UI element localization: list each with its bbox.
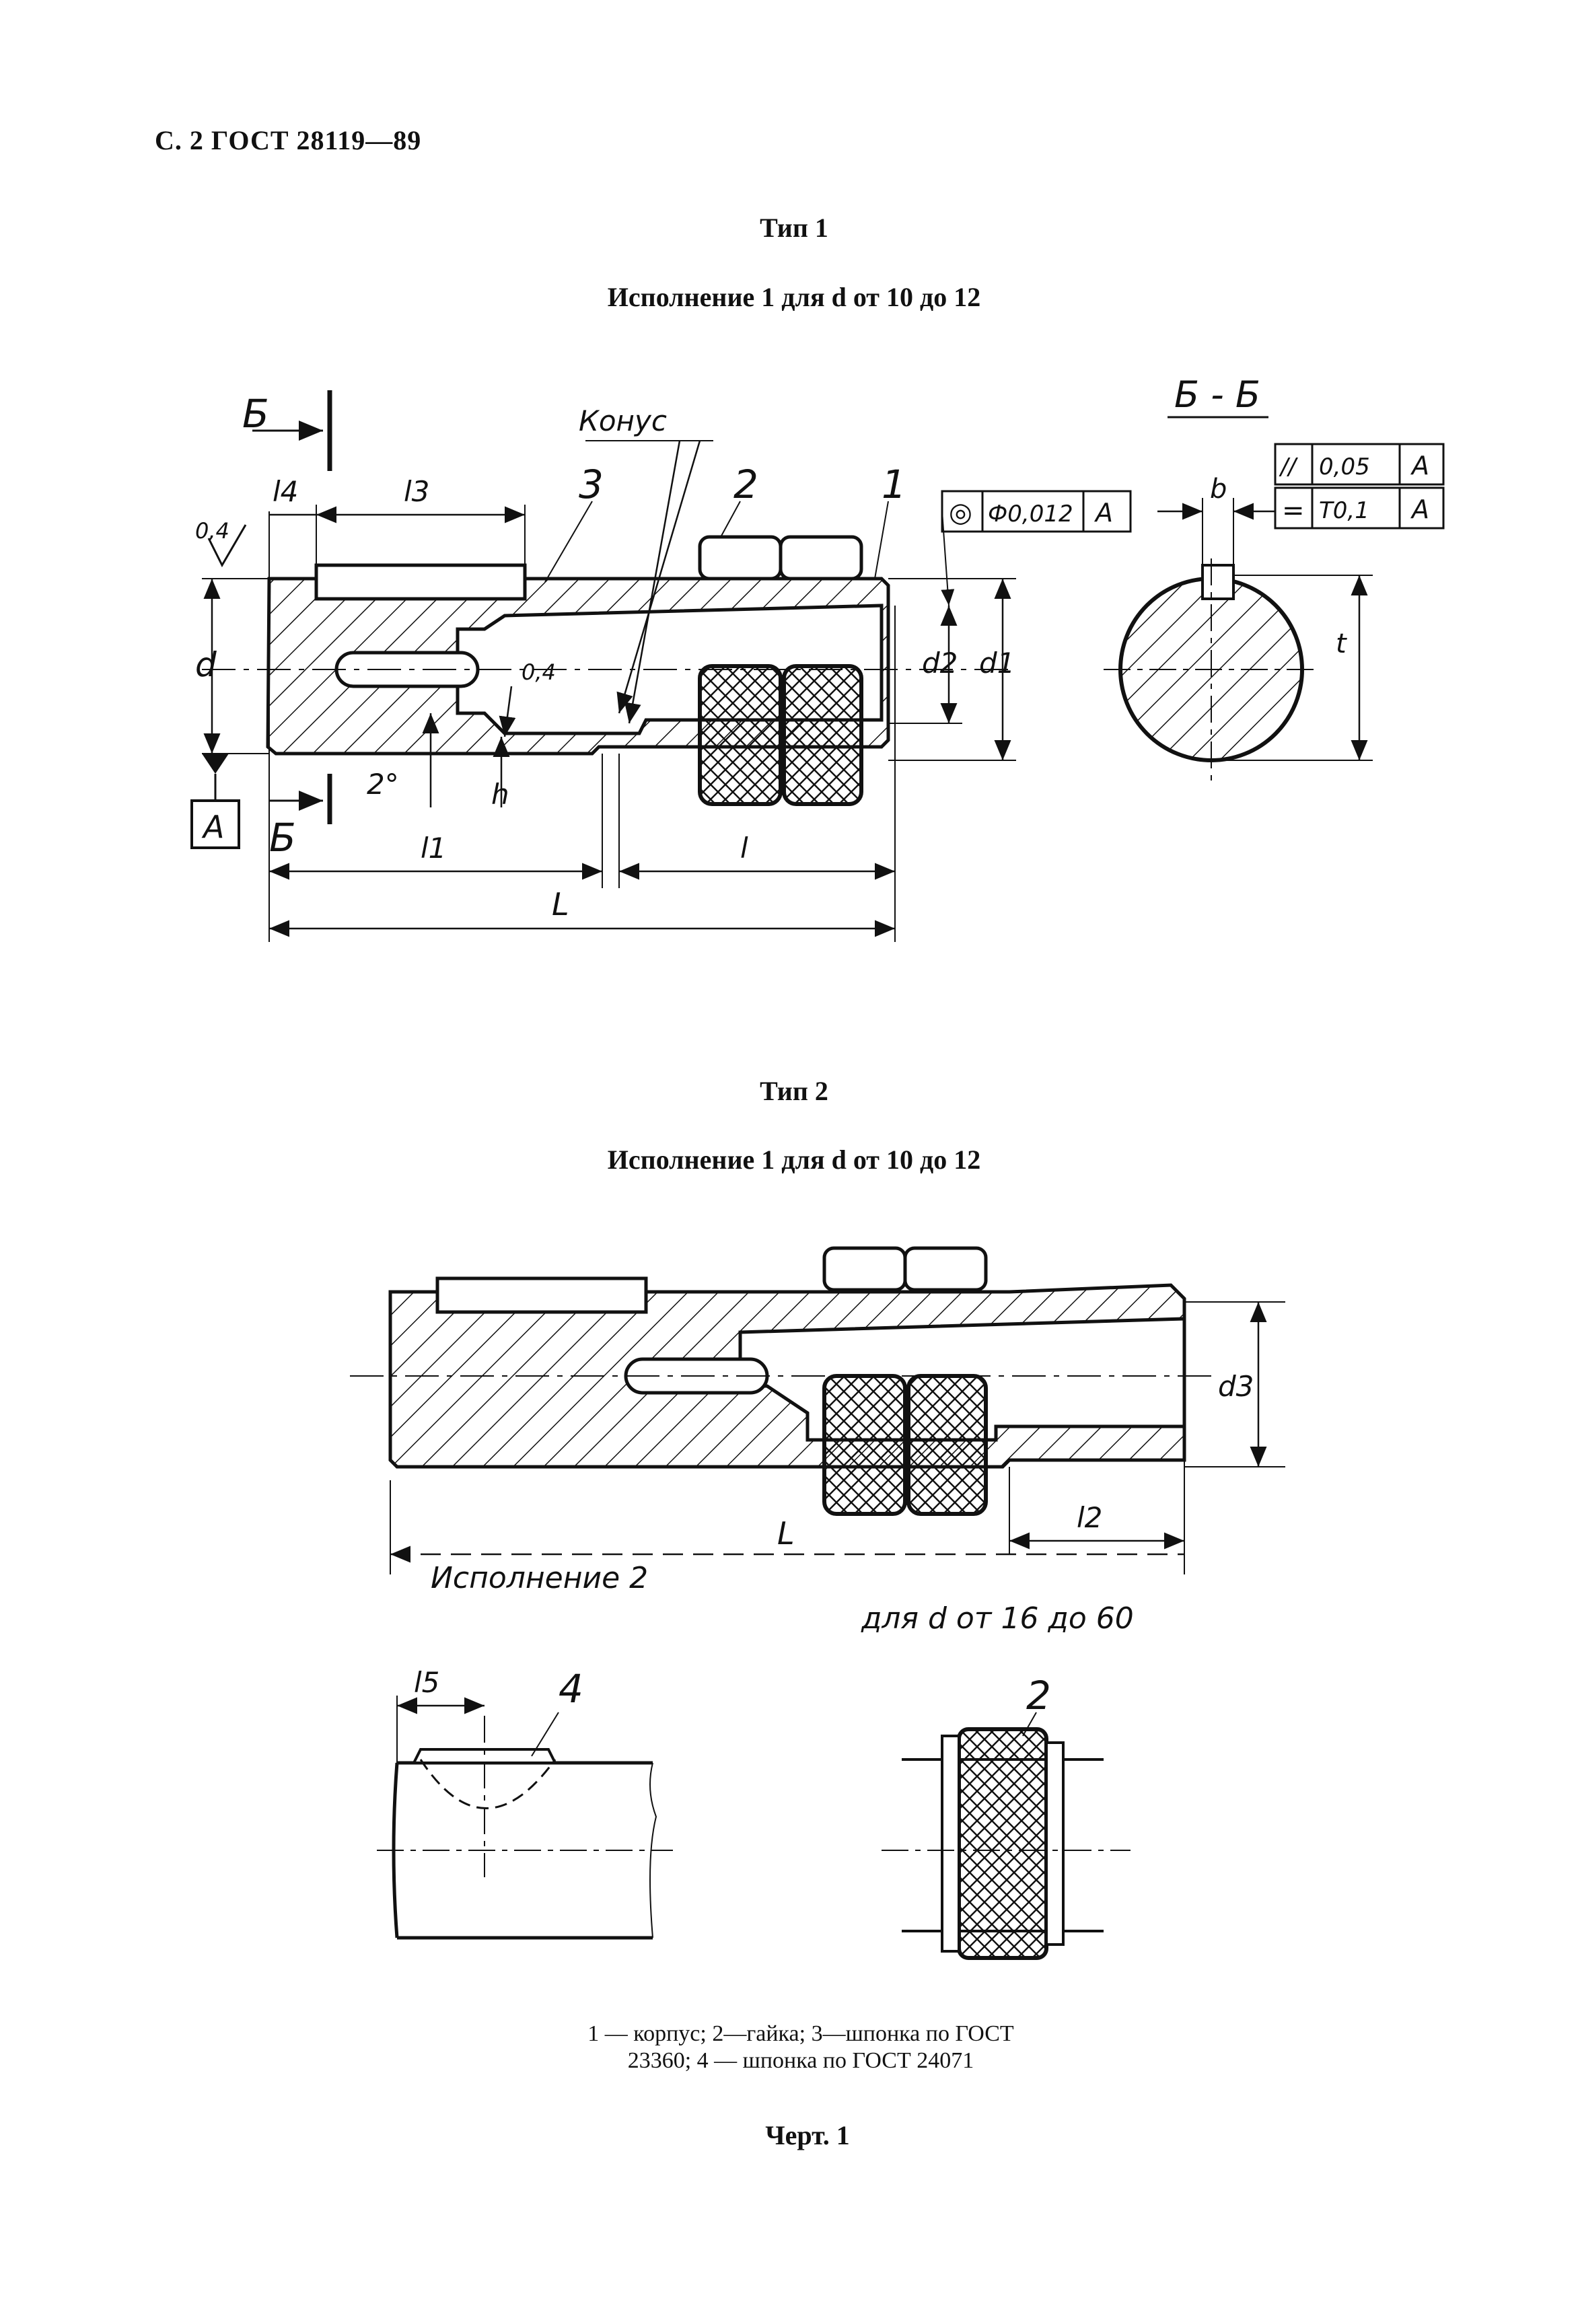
dim-L-type2: L: [777, 1515, 795, 1552]
concentric-symbol: ◎: [949, 497, 972, 528]
key-shaft-view: l5 4: [377, 1666, 673, 1940]
cone-label: Конус: [579, 404, 667, 437]
callout-1: 1: [882, 462, 906, 507]
range-label: для d от 16 до 60: [861, 1601, 1134, 1636]
callout-3: 3: [579, 462, 604, 507]
dim-h: h: [491, 778, 509, 811]
dim-b: b: [1210, 474, 1227, 505]
concentric-datum: A: [1093, 498, 1113, 528]
roughness-2: 0,4: [522, 659, 556, 685]
dim-l2: l2: [1077, 1501, 1102, 1534]
callout-4: 4: [559, 1666, 583, 1712]
section-mark-top: Б: [242, 391, 269, 437]
figure-label: Черт. 1: [765, 2120, 850, 2150]
dim-angle: 2°: [367, 768, 399, 801]
body-section: [202, 563, 1016, 756]
variant-2-label: Исполнение 2: [431, 1561, 648, 1595]
tolerance-frame-concentric: ◎ Ф0,012 A: [941, 490, 1132, 606]
roughness-1: 0,4: [195, 518, 229, 544]
caption-line-1: 1 — корпус; 2—гайка; 3—шпонка по ГОСТ: [587, 2021, 1014, 2046]
symmetry-value: Т0,1: [1319, 497, 1369, 524]
type-2-variant-heading: Исполнение 1 для d от 10 до 12: [607, 1145, 981, 1175]
callout-2: 2: [733, 462, 758, 507]
dim-l: l: [740, 832, 748, 865]
concentric-value: Ф0,012: [988, 501, 1073, 528]
type-1-heading: Тип 1: [760, 213, 828, 243]
drawing-type2: L l2 d3 Исполнение 2 для d от 16 до 60 l…: [350, 1246, 1285, 1960]
dim-l3: l3: [404, 475, 429, 508]
datum-a-label: A: [201, 809, 224, 845]
parallel-symbol: //: [1279, 453, 1298, 480]
dim-d: d: [195, 645, 217, 684]
page-header: С. 2 ГОСТ 28119—89: [155, 125, 422, 155]
section-mark-bottom: Б: [269, 815, 296, 861]
section-view-bb: Б - Б t b // 0,05 A = Т0,1 A: [1104, 373, 1445, 780]
symmetry-datum: A: [1410, 495, 1429, 524]
dim-l5: l5: [414, 1666, 439, 1699]
dim-d3: d3: [1218, 1370, 1254, 1403]
type-1-variant-heading: Исполнение 1 для d от 10 до 12: [607, 282, 981, 312]
dim-d1: d1: [979, 647, 1015, 680]
dim-d2: d2: [922, 647, 958, 680]
type-2-heading: Тип 2: [760, 1076, 828, 1106]
nut-view: 2: [882, 1673, 1131, 1960]
nut-part: [698, 535, 863, 806]
dim-l4: l4: [273, 475, 298, 508]
dim-L: L: [552, 886, 569, 922]
caption-line-2: 23360; 4 — шпонка по ГОСТ 24071: [627, 2048, 974, 2073]
callout-2-nut: 2: [1026, 1673, 1051, 1718]
dim-l1: l1: [421, 832, 446, 865]
dim-t: t: [1336, 628, 1347, 659]
body-section-type2: [350, 1246, 1211, 1516]
section-title: Б - Б: [1174, 373, 1260, 416]
parallel-datum: A: [1410, 451, 1429, 480]
parallel-value: 0,05: [1319, 453, 1370, 480]
symmetry-symbol: =: [1282, 495, 1305, 526]
drawing-type1: Б Б A Конус 3 2 1 0,4 0,4 l4 l3 l1 l L d…: [190, 373, 1445, 942]
caption: 1 — корпус; 2—гайка; 3—шпонка по ГОСТ 23…: [431, 2021, 1171, 2074]
